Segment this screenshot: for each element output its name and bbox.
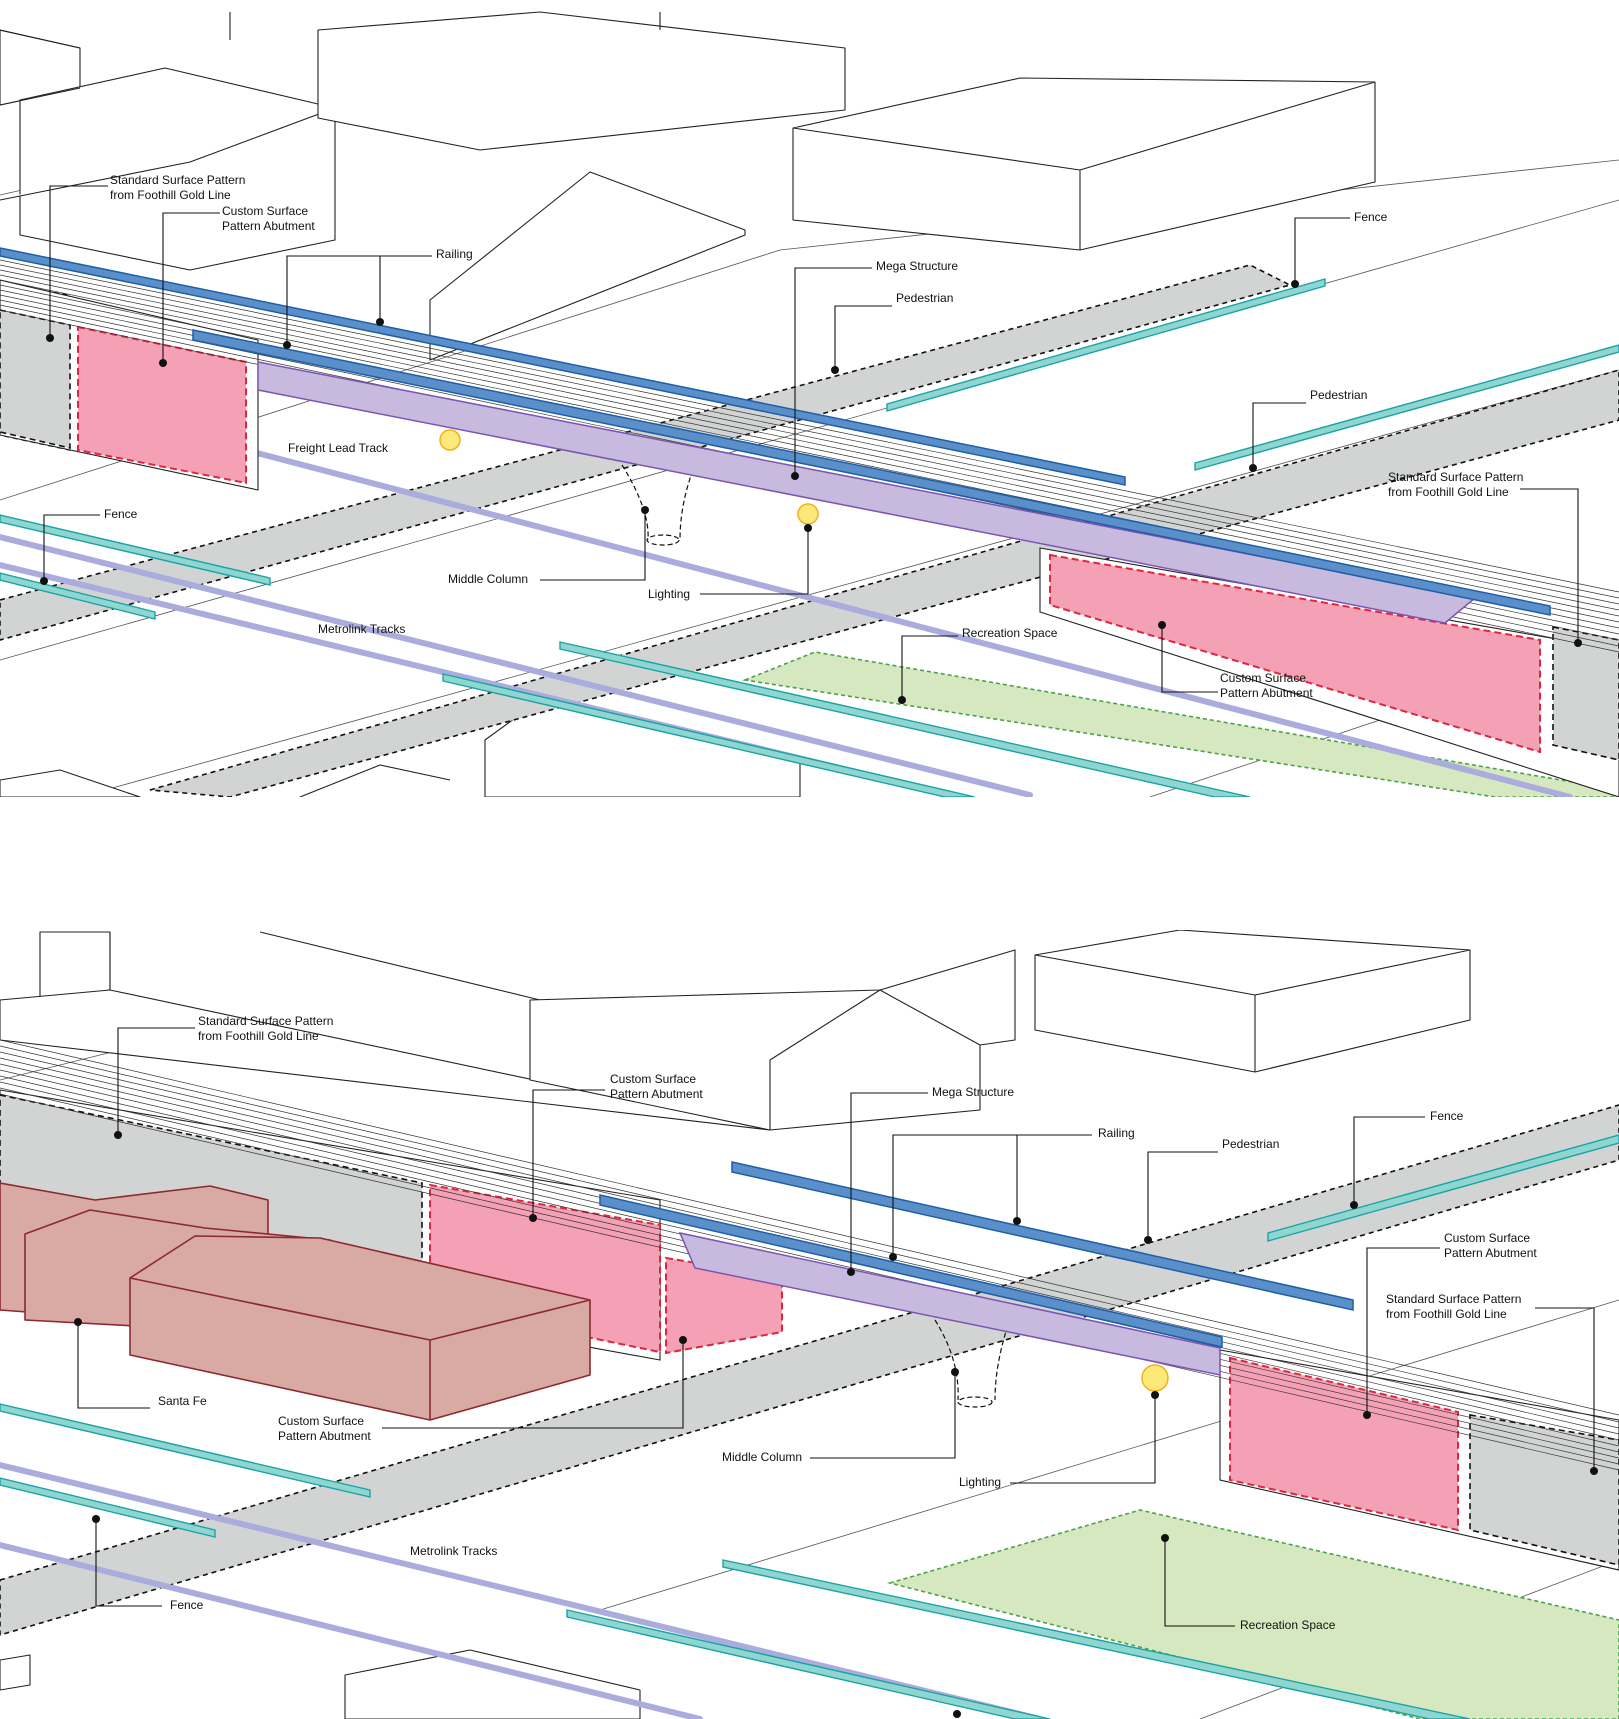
- tracks-bottom: [0, 1462, 1043, 1719]
- svg-text:from Foothill Gold Line: from Foothill Gold Line: [110, 188, 231, 202]
- abutment-bottom-pink-right: [1229, 1356, 1459, 1532]
- label-lighting-bottom: Lighting: [959, 1475, 1001, 1489]
- light-bottom: [1141, 1364, 1169, 1392]
- label-railing-top: Railing: [436, 247, 473, 261]
- label-standard-surface-right-bottom: Standard Surface Pattern: [1386, 1292, 1521, 1306]
- label-fence-top-right: Fence: [1354, 210, 1388, 224]
- label-fence-left: Fence: [104, 507, 138, 521]
- railings-bottom: [599, 1161, 1354, 1348]
- label-standard-surface-left-bottom: Standard Surface Pattern: [198, 1014, 333, 1028]
- label-metrolink-top: Metrolink Tracks: [318, 622, 405, 636]
- label-mega-structure-top: Mega Structure: [876, 259, 958, 273]
- label-santa-fe: Santa Fe: [158, 1394, 207, 1408]
- label-metrolink-bottom: Metrolink Tracks: [410, 1544, 497, 1558]
- label-railing-bottom: Railing: [1098, 1126, 1135, 1140]
- svg-text:Pattern Abutment: Pattern Abutment: [222, 219, 315, 233]
- svg-text:from Foothill Gold Line: from Foothill Gold Line: [1388, 485, 1509, 499]
- label-custom-surface-left: Custom Surface: [222, 204, 308, 218]
- mega-structure: [257, 361, 1477, 624]
- bottom-panel: Standard Surface Pattern from Foothill G…: [0, 930, 1619, 1719]
- label-pedestrian-right: Pedestrian: [1310, 388, 1367, 402]
- label-freight-lead-track: Freight Lead Track: [288, 441, 389, 455]
- recreation-space: [741, 651, 1619, 797]
- top-annotations: Standard Surface Pattern from Foothill G…: [40, 173, 1582, 704]
- label-custom-surface-right-top: Custom Surface: [1220, 671, 1306, 685]
- svg-text:from Foothill Gold Line: from Foothill Gold Line: [1386, 1307, 1507, 1321]
- lights: [439, 429, 819, 525]
- abutments: [0, 279, 1619, 797]
- bottom-annotations: Standard Surface Pattern from Foothill G…: [74, 1014, 1598, 1718]
- label-recreation-top: Recreation Space: [962, 626, 1058, 640]
- abutment-right-pink: [1049, 553, 1541, 754]
- santa-fe-building: [0, 1182, 591, 1421]
- label-fence-bottom-upper: Fence: [1430, 1109, 1464, 1123]
- middle-column-bottom: [934, 1319, 1009, 1408]
- svg-text:Pattern Abutment: Pattern Abutment: [610, 1087, 703, 1101]
- mega-structure-bottom: [678, 1231, 1221, 1376]
- label-pedestrian-bottom: Pedestrian: [1222, 1137, 1279, 1151]
- label-custom-surface-right-bottom: Custom Surface: [1444, 1231, 1530, 1245]
- label-middle-column-top: Middle Column: [448, 572, 528, 586]
- label-custom-surface-top-bottom: Custom Surface: [610, 1072, 696, 1086]
- background-buildings-bottom: [0, 930, 1471, 1719]
- label-recreation-bottom: Recreation Space: [1240, 1618, 1336, 1632]
- label-pedestrian-top: Pedestrian: [896, 291, 953, 305]
- label-fence-bottom-lower: Fence: [170, 1598, 204, 1612]
- fences-bottom: [0, 1134, 1619, 1719]
- svg-text:Pattern Abutment: Pattern Abutment: [1444, 1246, 1537, 1260]
- label-standard-surface-right: Standard Surface Pattern: [1388, 470, 1523, 484]
- svg-text:Pattern Abutment: Pattern Abutment: [1220, 686, 1313, 700]
- label-middle-column-bottom: Middle Column: [722, 1450, 802, 1464]
- background-buildings: [0, 11, 1376, 797]
- svg-text:Pattern Abutment: Pattern Abutment: [278, 1429, 371, 1443]
- label-lighting-top: Lighting: [648, 587, 690, 601]
- bridge-deck-bottom: [0, 1039, 1619, 1471]
- railings: [0, 247, 1551, 616]
- top-panel: Standard Surface Pattern from Foothill G…: [0, 11, 1619, 797]
- label-custom-surface-bottom: Custom Surface: [278, 1414, 364, 1428]
- svg-text:from Foothill Gold Line: from Foothill Gold Line: [198, 1029, 319, 1043]
- middle-column: [621, 464, 694, 546]
- label-mega-structure-bottom: Mega Structure: [932, 1085, 1014, 1099]
- label-standard-surface-left: Standard Surface Pattern: [110, 173, 245, 187]
- fences: [0, 278, 1619, 797]
